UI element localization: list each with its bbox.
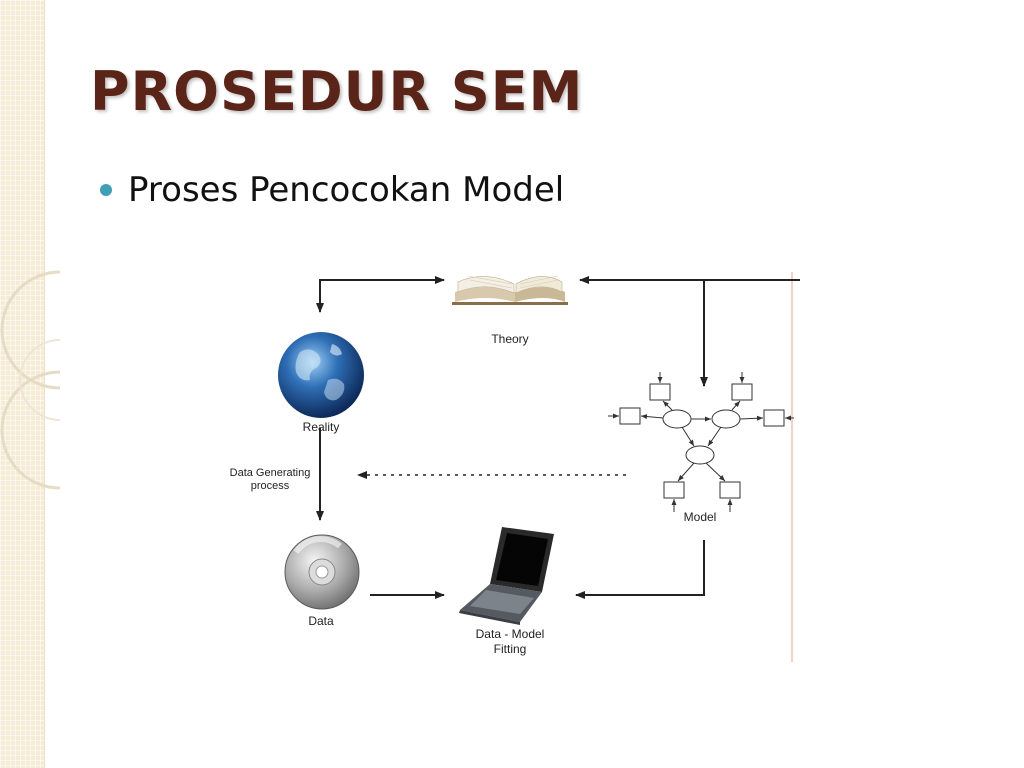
slide-title: PROSEDUR SEM [90,60,584,123]
path-diagram-icon [608,372,794,512]
diagram-graphics [278,272,810,662]
arrow-model-fitting [575,540,705,599]
bullet-text: Proses Pencocokan Model [128,170,565,210]
label-data-model-fitting: Data - Model Fitting [460,627,560,657]
label-model: Model [683,510,717,524]
cd-icon [284,534,360,610]
globe-icon [278,332,364,418]
laptop-icon [459,527,554,625]
arrow-reality-theory [319,276,445,309]
label-fitting-line1: Data - Model [475,627,545,641]
flow-arrows [316,276,810,599]
book-icon [452,275,568,305]
decorative-arcs [0,270,60,490]
label-data: Data [308,614,334,628]
label-reality: Reality [302,420,340,434]
label-dgp-line2: process [250,480,290,492]
label-fitting-line2: Fitting [493,642,527,656]
bullet-dot [100,184,112,196]
label-data-generating-process: Data Generating process [220,467,320,493]
label-dgp-line1: Data Generating [229,467,311,479]
bullet-item: Proses Pencocokan Model [100,170,564,210]
sem-process-diagram: Theory Reality Data Generating process M… [220,262,810,667]
label-theory: Theory [491,332,529,346]
